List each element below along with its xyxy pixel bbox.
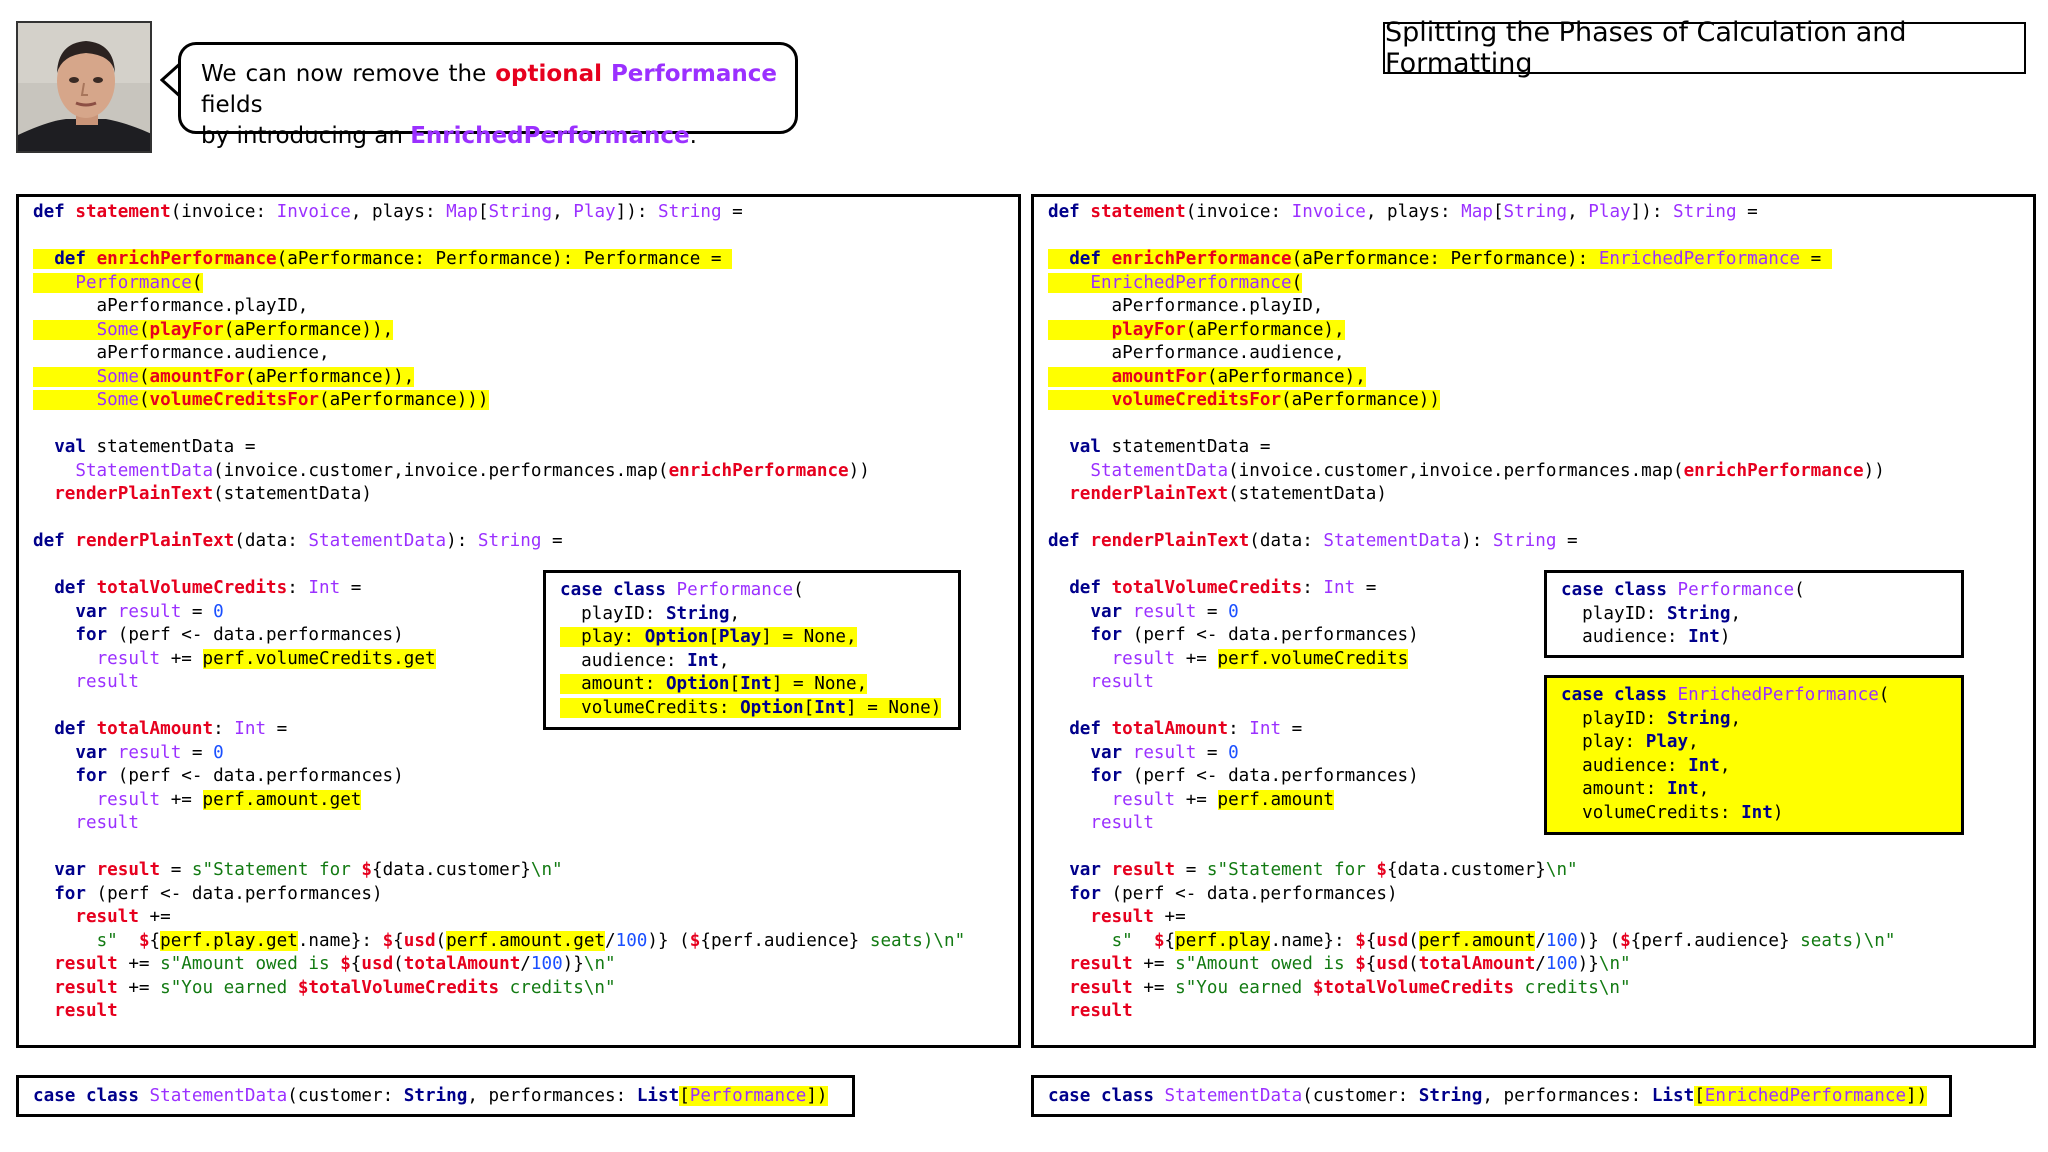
right-code-panel: def statement(invoice: Invoice, plays: M… (1031, 194, 2036, 1048)
right-statement-data-case-class-box: case class StatementData(customer: Strin… (1031, 1075, 1952, 1117)
right-statement-data-case-class: case class StatementData(customer: Strin… (1048, 1086, 1928, 1106)
right-code: def statement(invoice: Invoice, plays: M… (1048, 202, 1896, 1021)
slide-title: Splitting the Phases of Calculation and … (1383, 17, 2026, 79)
keyword-enriched-performance: EnrichedPerformance (410, 123, 690, 149)
left-performance-case-class-box: case class Performance( playID: String, … (543, 570, 961, 730)
left-statement-data-case-class-box: case class StatementData(customer: Strin… (16, 1075, 855, 1117)
speech-bubble-tail (160, 60, 184, 100)
left-statement-data-case-class: case class StatementData(customer: Strin… (33, 1086, 828, 1106)
presenter-photo (18, 23, 150, 151)
speech-bubble-text: We can now remove the optional Performan… (201, 61, 777, 149)
left-performance-case-class: case class Performance( playID: String, … (560, 580, 942, 718)
right-performance-case-class: case class Performance( playID: String, … (1561, 580, 1805, 647)
speech-bubble: We can now remove the optional Performan… (178, 42, 798, 149)
left-code-panel: def statement(invoice: Invoice, plays: M… (16, 194, 1021, 1048)
right-performance-case-class-box: case class Performance( playID: String, … (1544, 570, 1964, 658)
presenter-avatar (16, 21, 152, 153)
right-enriched-performance-case-class-box: case class EnrichedPerformance( playID: … (1544, 675, 1964, 835)
keyword-optional: optional (495, 61, 602, 87)
keyword-performance: Performance (610, 61, 777, 87)
left-code: def statement(invoice: Invoice, plays: M… (33, 202, 966, 1021)
right-enriched-performance-case-class: case class EnrichedPerformance( playID: … (1561, 685, 1890, 823)
